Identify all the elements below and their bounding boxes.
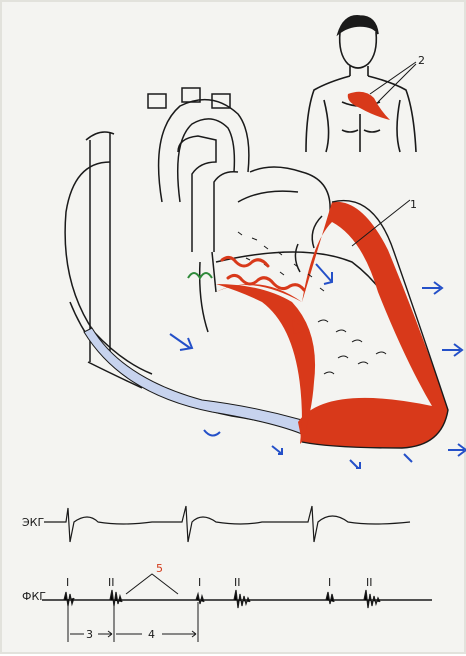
pcg-mark-6: II — [366, 576, 373, 589]
callout-5-leaders — [126, 574, 178, 594]
callout-2-label: 2 — [418, 54, 425, 67]
pcg-mark-3: I — [198, 576, 201, 589]
pcg-mark-4: II — [234, 576, 241, 589]
callout-3-label: 3 — [86, 628, 93, 641]
callout-1-label: 1 — [410, 198, 417, 211]
pcg-mark-5: I — [328, 576, 331, 589]
pcg-label: ФКГ — [22, 590, 46, 603]
right-ventricle-wall — [84, 328, 302, 434]
pcg-bursts — [64, 590, 380, 608]
human-figure — [306, 16, 416, 152]
ecg-label: ЭКГ — [22, 516, 44, 529]
ecg-trace — [44, 506, 410, 542]
callout-4-label: 4 — [148, 628, 155, 641]
pcg-mark-1: I — [66, 576, 69, 589]
pcg-mark-2: II — [108, 576, 115, 589]
callout-5-label: 5 — [156, 562, 163, 575]
callout-2-leaders — [370, 62, 416, 102]
